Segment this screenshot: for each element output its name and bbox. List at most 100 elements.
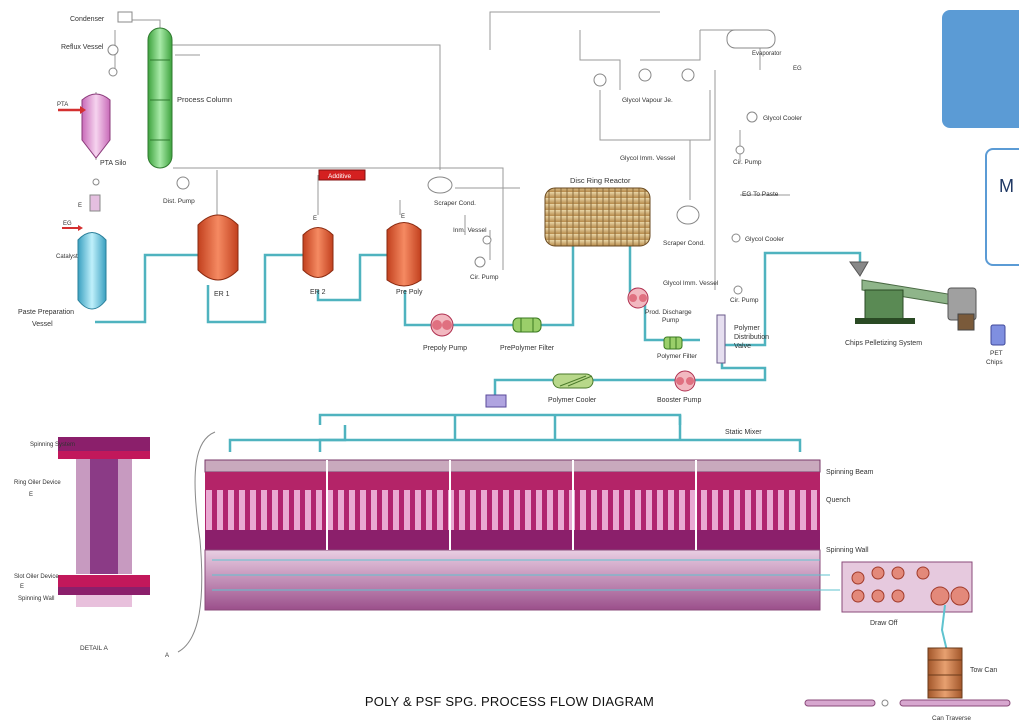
scraper-condenser-2: Scraper Cond.	[663, 205, 705, 247]
pta-silo: PTA PTA Silo E	[57, 93, 126, 212]
distribution-label: Distribution	[734, 334, 769, 341]
booster-pump: Booster Pump	[657, 370, 701, 404]
paste-preparation-vessel: EG Catalyst Paste Preparation Vessel	[18, 221, 107, 328]
disc-ring-reactor: Disc Ring Reactor	[544, 176, 651, 247]
catalyst-label: Catalyst	[56, 254, 78, 260]
scraper-cond-label: Scraper Cond.	[434, 200, 476, 207]
polymer-filter-label: Polymer Filter	[657, 353, 698, 360]
glycol-vapour-jet: Glycol Vapour Je.	[593, 68, 695, 104]
prepoly-pump: Prepoly Pump	[423, 313, 467, 352]
side-card-bottom: M	[985, 148, 1019, 266]
ring-oiler-label: Ring Oiler Device	[14, 480, 61, 486]
draw-off-label: Draw Off	[870, 620, 898, 627]
er2-label: ER 2	[310, 289, 326, 296]
pta-label: PTA	[57, 102, 68, 108]
cir-pump-2: Cir. Pump	[733, 145, 762, 166]
condenser-label: Condenser	[70, 16, 105, 23]
quench-section: Quench	[205, 490, 851, 550]
eg-to-paste-label: EG To Paste	[742, 191, 779, 198]
cir-pump2-label: Cir. Pump	[733, 159, 762, 166]
pet-chips-container: PET Chips	[986, 324, 1006, 366]
process-column: Process Column	[147, 27, 232, 169]
draw-off-unit: Draw Off	[841, 561, 973, 661]
spinning-system-label: Spinning System	[30, 442, 75, 448]
prepolymer-filter-label: PrePolymer Filter	[500, 345, 555, 352]
reactor-er1: ER 1	[197, 214, 239, 298]
e-label-2: E	[313, 216, 317, 222]
detail-a-label: DETAIL A	[80, 645, 108, 652]
polymer-filter: Polymer Filter	[657, 336, 698, 360]
e-label-3: E	[401, 214, 405, 220]
chips-pelletizing-label: Chips Pelletizing System	[845, 340, 922, 347]
reflux-vessel-label: Reflux Vessel	[61, 44, 104, 51]
spinning-beam: Spinning Beam	[204, 459, 874, 490]
eg-label: EG	[63, 221, 72, 227]
tow-can: Tow Can	[927, 647, 997, 699]
disc-ring-reactor-label: Disc Ring Reactor	[570, 176, 631, 185]
scraper-condenser: Scraper Cond. Inm. Vessel Cir. Pump	[427, 176, 499, 281]
dist-pump: Dist. Pump	[163, 176, 195, 205]
can-traverse: Can Traverse	[804, 699, 1011, 722]
e-label-1: E	[78, 203, 82, 209]
spinning-beam-label: Spinning Beam	[826, 469, 874, 476]
scraper-cond2-label: Scraper Cond.	[663, 240, 705, 247]
valve-label: Valve	[734, 343, 751, 350]
prepoly-pump-label: Prepoly Pump	[423, 345, 467, 352]
prod-discharge-label: Prod. Discharge	[645, 309, 692, 316]
polymer-distribution-valve: Polymer Distribution Valve	[716, 314, 769, 364]
paste-prep-label: Paste Preparation	[18, 309, 74, 316]
side-card-letter: M	[999, 176, 1014, 196]
paste-vessel-label: Vessel	[32, 321, 53, 328]
glycol-vapour-label: Glycol Vapour Je.	[622, 97, 673, 104]
reactor-pre-poly: Pre Poly E	[386, 214, 423, 296]
side-card-top	[942, 10, 1019, 128]
glycol-cooler-top: Glycol Cooler	[746, 111, 803, 123]
pta-silo-label: PTA Silo	[100, 160, 126, 167]
prod-pump-label: Pump	[662, 317, 679, 324]
additive-label: Additive	[328, 173, 352, 180]
glycol-cooler-top-label: Glycol Cooler	[763, 115, 803, 122]
e-label-4: E	[29, 492, 33, 498]
prepolymer-filter: PrePolymer Filter	[500, 317, 555, 352]
polymer-cooler: Polymer Cooler	[548, 373, 597, 404]
spinning-wall: Spinning Wall	[204, 547, 869, 611]
polymer-label: Polymer	[734, 325, 760, 332]
e-label-5: E	[20, 584, 24, 590]
product-discharge-pump: Prod. Discharge Pump	[627, 287, 692, 324]
chips-label: Chips	[986, 359, 1003, 366]
reactor-er2: ER 2 E	[302, 216, 334, 296]
can-traverse-label: Can Traverse	[932, 715, 971, 722]
quench-label: Quench	[826, 497, 851, 504]
cir-pump-label: Cir. Pump	[470, 274, 499, 281]
reflux-vessel: Reflux Vessel	[61, 44, 119, 77]
glycol-inm-vessel-label: Glycol Imm. Vessel	[620, 155, 676, 162]
tow-can-label: Tow Can	[970, 667, 997, 674]
spinning-position-dividers	[326, 460, 697, 550]
static-mixer-label: Static Mixer	[725, 429, 762, 436]
eg2-label: EG	[793, 66, 802, 72]
process-column-label: Process Column	[177, 95, 232, 104]
polymer-cooler-label: Polymer Cooler	[548, 397, 597, 404]
evaporator: Evaporator EG	[726, 29, 802, 72]
glycol-imm-vessel2-label: Glycol Imm. Vessel	[663, 280, 719, 287]
glycol-cooler-label: Glycol Cooler	[745, 236, 785, 243]
spinning-wall2-label: Spinning Wall	[18, 596, 54, 602]
slot-oiler-label: Slot Oiler Device	[14, 574, 59, 580]
detail-marker-letter: A	[165, 653, 169, 659]
cir-pump3-label: Cir. Pump	[730, 297, 759, 304]
condenser: Condenser	[70, 11, 133, 23]
pet-label: PET	[990, 350, 1003, 357]
cir-pump-3: Cir. Pump	[730, 285, 759, 304]
detail-a: Spinning System Ring Oiler Device E Slot…	[14, 437, 150, 652]
chips-pelletizing-system: Chips Pelletizing System	[845, 261, 977, 347]
dist-pump-label: Dist. Pump	[163, 198, 195, 205]
spinning-wall-label: Spinning Wall	[826, 547, 869, 554]
glycol-cooler: Glycol Cooler	[731, 233, 785, 243]
additive-box: Additive	[318, 169, 366, 181]
detail-marker-curve	[177, 431, 216, 653]
inm-vessel-label: Inm. Vessel	[453, 227, 487, 234]
er1-label: ER 1	[214, 291, 230, 298]
polymer-pipes	[95, 245, 862, 452]
diagram-title: POLY & PSF SPG. PROCESS FLOW DIAGRAM	[364, 694, 655, 709]
